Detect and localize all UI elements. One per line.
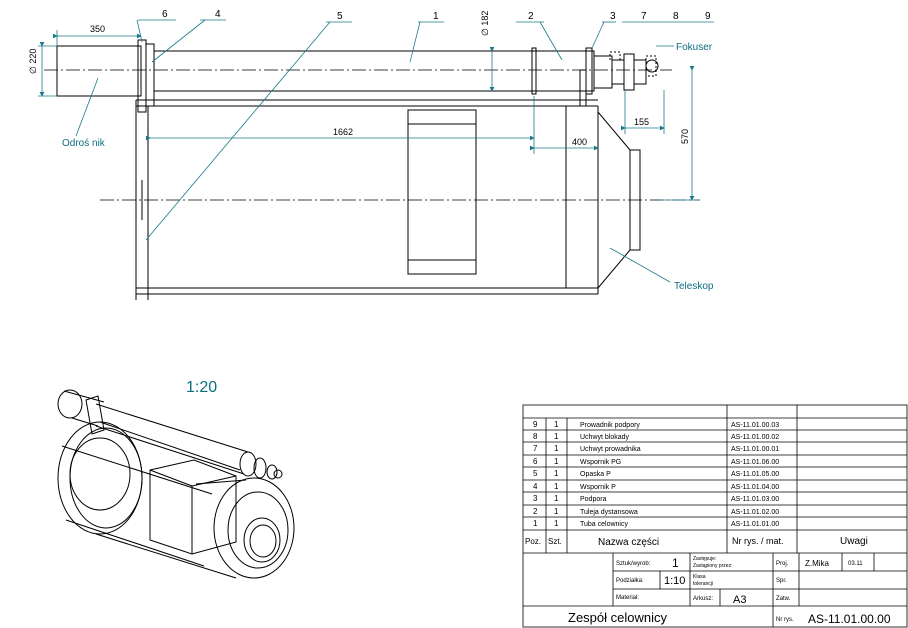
dimension-lines (38, 19, 714, 283)
front-view (56, 39, 659, 300)
support (585, 47, 593, 95)
focuser-body (593, 55, 613, 89)
center-lines (44, 69, 700, 201)
dim-155: 155 (634, 117, 649, 127)
isometric-view (57, 389, 295, 579)
sight-tube (153, 50, 595, 92)
spacer-sleeve (531, 47, 537, 95)
label-teleskop: Teleskop (674, 281, 714, 292)
dim-220: ∅ 220 (28, 49, 38, 74)
balloon-1: 1 (433, 11, 439, 22)
dimension-texts: 350 ∅ 220 ∅ 182 1662 400 155 570 (28, 11, 690, 147)
balloon-2: 2 (528, 11, 534, 22)
label-odrosnik: Odroś nik (62, 138, 106, 149)
part-balloons: 6 4 5 1 2 3 7 8 9 (162, 9, 711, 22)
balloon-3: 3 (610, 11, 616, 22)
dim-182: ∅ 182 (480, 11, 490, 36)
bracket-p (145, 43, 155, 107)
balloon-5: 5 (337, 11, 343, 22)
balloon-9: 9 (705, 11, 711, 22)
balloon-6: 6 (162, 9, 168, 20)
support-base (579, 69, 587, 107)
dim-1662: 1662 (333, 127, 353, 137)
dim-570: 570 (680, 129, 690, 144)
dim-400: 400 (572, 137, 587, 147)
label-fokuser: Fokuser (676, 42, 713, 53)
balloon-8: 8 (673, 11, 679, 22)
balloon-lines (138, 19, 616, 23)
bracket-pg (137, 39, 147, 113)
dim-350: 350 (90, 24, 105, 34)
balloon-7: 7 (641, 11, 647, 22)
balloon-4: 4 (215, 9, 221, 20)
iso-scale-label: 1:20 (186, 379, 217, 396)
parts-list-grid (522, 404, 908, 628)
dew-shield (56, 45, 142, 97)
